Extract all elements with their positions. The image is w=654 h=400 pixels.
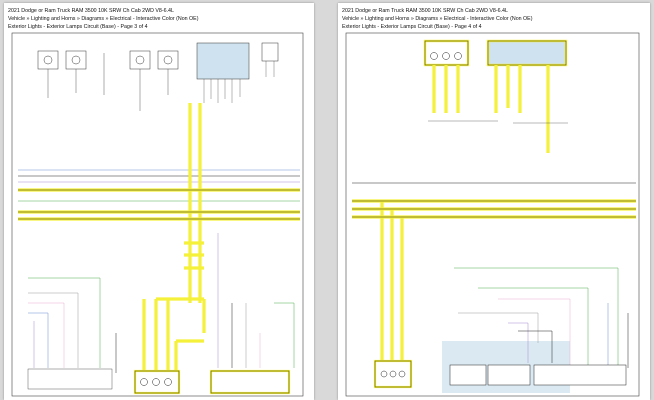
wiring-diagram-page-4	[345, 32, 640, 397]
highlighted-circuit	[352, 65, 636, 363]
diagram-border	[345, 32, 640, 397]
bottom-connector-c	[533, 364, 627, 386]
highlighted-tail-lamp	[209, 369, 291, 395]
right-connector	[261, 42, 279, 62]
page-subtitle: Exterior Lights - Exterior Lamps Circuit…	[8, 24, 148, 30]
page-subtitle: Exterior Lights - Exterior Lamps Circuit…	[342, 24, 482, 30]
control-module-connector	[196, 42, 250, 80]
bottom-connector-a	[449, 364, 487, 386]
page-breadcrumb: Vehicle » Lighting and Horns » Diagrams …	[342, 16, 533, 22]
diagram-border	[11, 32, 304, 397]
highlighted-top-right-connector	[486, 39, 568, 67]
lamp-connectors-top	[37, 50, 179, 70]
page-title: 2021 Dodge or Ram Truck RAM 3500 10K SRW…	[8, 8, 174, 14]
page-breadcrumb: Vehicle » Lighting and Horns » Diagrams …	[8, 16, 199, 22]
diagram-page-4: 2021 Dodge or Ram Truck RAM 3500 10K SRW…	[338, 3, 650, 400]
bottom-left-connector	[27, 368, 113, 390]
diagram-page-3: 2021 Dodge or Ram Truck RAM 3500 10K SRW…	[4, 3, 314, 400]
page-title: 2021 Dodge or Ram Truck RAM 3500 10K SRW…	[342, 8, 508, 14]
highlighted-circuit	[18, 103, 300, 373]
wiring-diagram-page-3	[11, 32, 304, 397]
bottom-connector-b	[487, 364, 531, 386]
